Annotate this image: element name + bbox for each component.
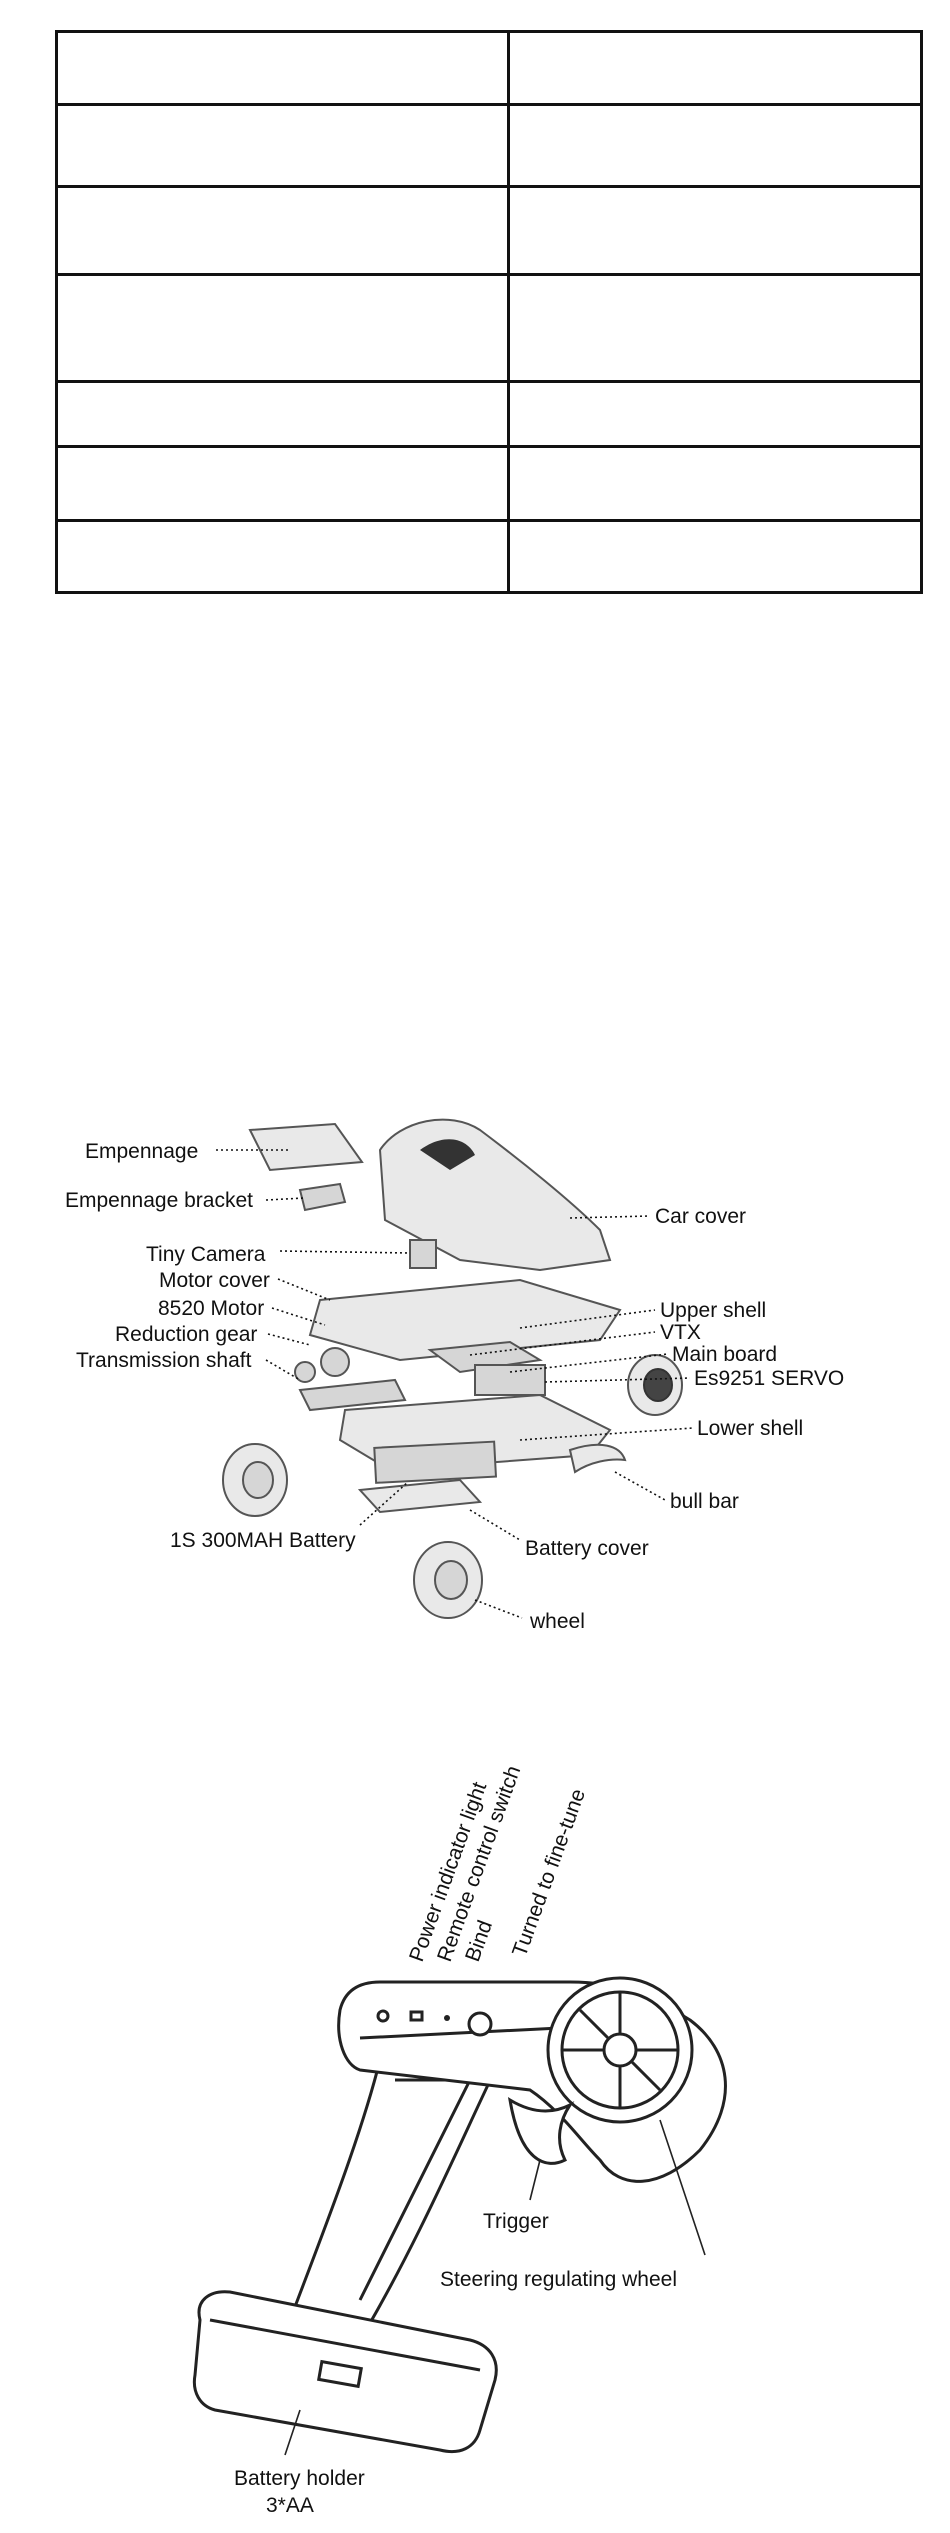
table-cell xyxy=(55,185,510,276)
fine-tune-knob[interactable] xyxy=(467,2011,493,2037)
exploded-view-diagram: Empennage Empennage bracket Tiny Camera … xyxy=(65,1118,844,1633)
servo-part xyxy=(474,1364,546,1396)
power-indicator-light xyxy=(376,2009,390,2023)
table-cell xyxy=(55,519,510,594)
table-cell xyxy=(507,103,923,188)
motor-part xyxy=(320,1347,350,1377)
transmitter-illustration xyxy=(192,1976,727,2454)
table-cell xyxy=(507,445,923,522)
label-bull-bar: bull bar xyxy=(670,1490,739,1513)
camera-part xyxy=(409,1239,437,1269)
label-empennage-bracket: Empennage bracket xyxy=(65,1189,253,1212)
label-tiny-camera: Tiny Camera xyxy=(146,1243,266,1266)
handle-grip-line xyxy=(358,2078,473,2301)
transmitter-bottom-leaders xyxy=(284,2119,706,2456)
table-cell xyxy=(55,380,510,448)
table-row xyxy=(55,273,923,383)
upper-shell-part xyxy=(308,1278,622,1362)
table-cell xyxy=(507,185,923,276)
steering-wheel[interactable] xyxy=(546,1976,694,2124)
table-row xyxy=(55,519,923,594)
label-servo: Es9251 SERVO xyxy=(694,1367,844,1390)
label-main-board: Main board xyxy=(672,1343,777,1366)
label-upper-shell: Upper shell xyxy=(660,1299,766,1322)
leader-lines xyxy=(216,1149,694,1619)
table-cell xyxy=(55,273,510,383)
wheel-rear-left xyxy=(222,1443,288,1517)
battery-holder-latch[interactable] xyxy=(317,2359,363,2389)
bull-bar-part xyxy=(568,1443,627,1474)
label-8520-motor: 8520 Motor xyxy=(158,1297,264,1320)
car-parts-illustration xyxy=(222,1118,683,1619)
table-cell xyxy=(507,380,923,448)
table-row xyxy=(55,445,923,522)
trigger[interactable] xyxy=(507,2097,575,2165)
table-row xyxy=(55,380,923,448)
table-row xyxy=(55,30,923,106)
spec-table xyxy=(55,30,923,594)
table-cell xyxy=(55,445,510,522)
label-vtx: VTX xyxy=(660,1321,701,1344)
label-battery-cover: Battery cover xyxy=(525,1537,649,1560)
battery-holder-edge xyxy=(209,2318,481,2372)
empennage-part xyxy=(248,1122,364,1172)
handle-part xyxy=(288,2058,503,2342)
empennage-bracket-part xyxy=(298,1182,347,1212)
label-trigger: Trigger xyxy=(483,2210,549,2233)
table-cell xyxy=(55,103,510,188)
label-motor-cover: Motor cover xyxy=(159,1269,270,1292)
label-car-cover: Car cover xyxy=(655,1205,746,1228)
table-cell xyxy=(55,30,510,106)
label-battery: 1S 300MAH Battery xyxy=(170,1529,356,1552)
battery-part xyxy=(373,1440,498,1484)
bind-button[interactable] xyxy=(444,2015,450,2021)
transmission-part xyxy=(298,1378,407,1412)
table-cell xyxy=(507,30,923,106)
main-board-part xyxy=(427,1340,543,1374)
remote-control-switch[interactable] xyxy=(409,2010,424,2022)
label-battery-type: 3*AA xyxy=(266,2494,314,2517)
label-wheel: wheel xyxy=(529,1610,585,1633)
label-transmission-shaft: Transmission shaft xyxy=(76,1349,252,1372)
battery-cover-part xyxy=(357,1478,483,1514)
table-row xyxy=(55,103,923,188)
table-cell xyxy=(507,519,923,594)
transmitter-diagram: Power indicator light Remote control swi… xyxy=(192,1763,727,2517)
label-empennage: Empennage xyxy=(85,1140,198,1163)
cockpit-part xyxy=(420,1139,475,1170)
gear-part xyxy=(294,1361,316,1383)
table-row xyxy=(55,185,923,276)
label-steering-regulating-wheel: Steering regulating wheel xyxy=(440,2268,677,2291)
table-cell xyxy=(507,273,923,383)
label-reduction-gear: Reduction gear xyxy=(115,1323,257,1346)
wheel-front-left xyxy=(413,1541,483,1619)
label-battery-holder: Battery holder xyxy=(234,2467,365,2490)
label-fine-tune: Turned to fine-tune xyxy=(508,1786,590,1960)
label-lower-shell: Lower shell xyxy=(697,1417,803,1440)
